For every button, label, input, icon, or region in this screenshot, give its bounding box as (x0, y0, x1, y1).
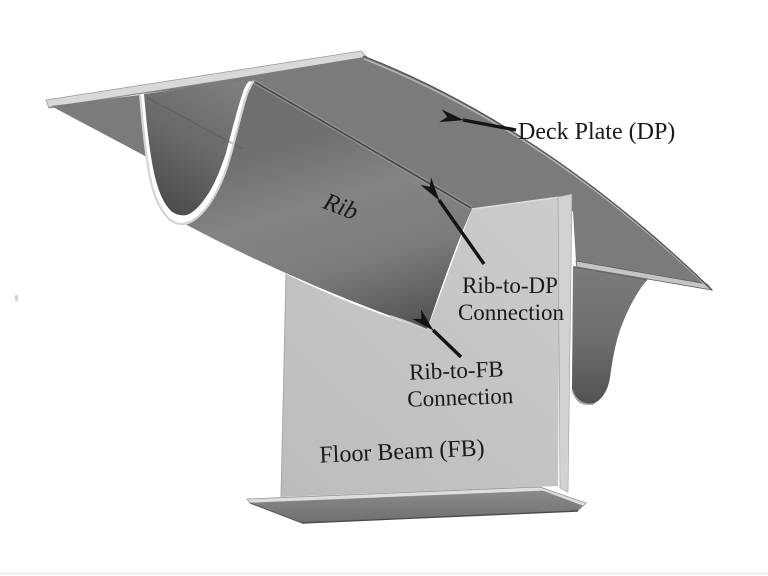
floor-beam-flange-face (250, 491, 583, 523)
deck-near-edge (362, 55, 713, 291)
rib-cross-section-interior (144, 80, 250, 216)
far-rib-segment (572, 266, 648, 405)
deck-left-edge-triangle (51, 95, 147, 157)
far-rib-bottom-rim (571, 389, 595, 406)
rib-interior-weld-line (145, 96, 244, 150)
floor-beam-web-left-edge (280, 273, 287, 498)
rib-to-fb-arrow (411, 309, 463, 359)
label-rib-to-fb-line1: Rib-to-FB (409, 356, 504, 384)
scan-speck (15, 295, 18, 301)
label-rib-to-dp-line1: Rib-to-DP (462, 273, 558, 298)
label-rib-to-fb-line2: Connection (407, 383, 514, 412)
floor-beam-web-edge-strip (557, 193, 573, 493)
far-rib-deck-seam (573, 266, 648, 281)
floor-beam-flange-left-line (249, 502, 303, 524)
label-rib-to-dp-line2: Connection (458, 300, 565, 325)
deck-near-edge-highlight (363, 58, 710, 289)
rib-to-dp-arrow (420, 177, 486, 265)
floor-beam-web-top-highlight (471, 196, 561, 210)
rib-dp-weld-groove (252, 80, 472, 209)
label-deck-plate: Deck Plate (DP) (518, 119, 675, 145)
deck-plate-underside (140, 57, 712, 290)
image-bottom-border (0, 572, 768, 575)
rib-cross-section-outline (138, 80, 255, 226)
rib-outer-surface (183, 81, 472, 329)
floor-beam-flange-bottom-line (301, 510, 579, 524)
deck-plate-arrow (439, 109, 517, 132)
floor-beam-web (281, 197, 560, 497)
